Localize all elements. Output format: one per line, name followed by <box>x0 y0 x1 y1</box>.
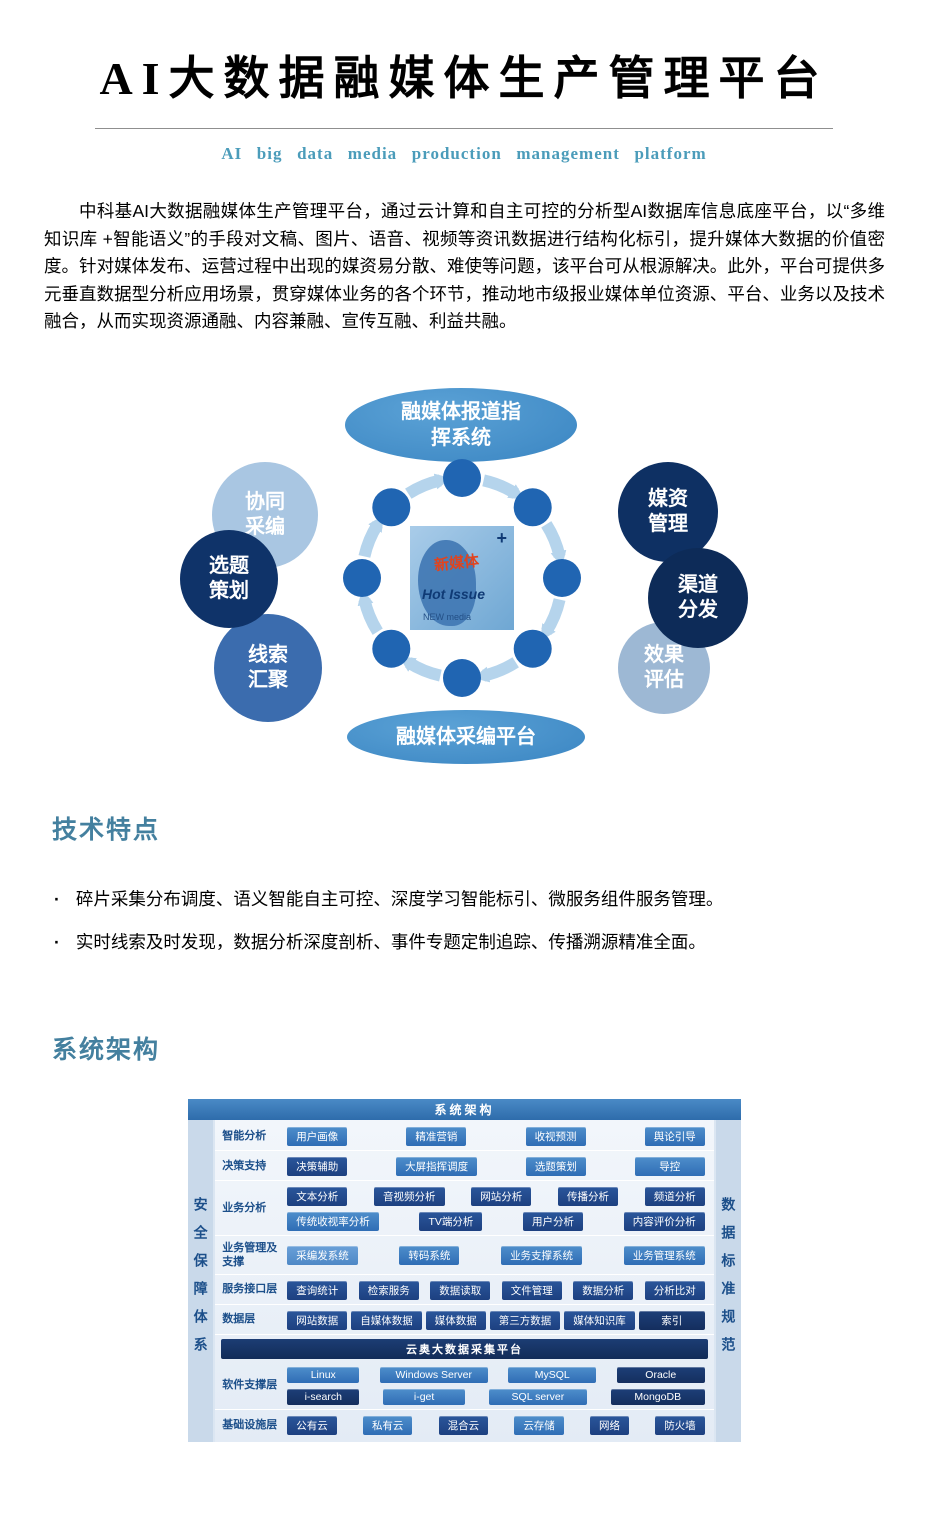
arch-row: 软件支撑层 Linux Windows Server MySQL Oracle i-sea… <box>215 1363 714 1410</box>
cycle-ring <box>343 459 581 697</box>
plus-icon: + <box>496 528 507 548</box>
arch-left-label: 安全保障体系 <box>192 1197 209 1365</box>
diagram-node: 选题策划 <box>180 530 278 628</box>
arch-item: 业务管理系统 <box>623 1246 705 1266</box>
intro-paragraph: 中科基AI大数据融媒体生产管理平台，通过云计算和自主可控的分析型AI数据库信息底… <box>44 201 885 331</box>
arch-item: 转码系统 <box>399 1246 460 1266</box>
arch-body: 安全保障体系 智能分析 用户画像 精准营销 收视预测 舆论引导决策支持 决策辅助 大屏指挥调… <box>188 1120 741 1442</box>
arch-item: 自媒体数据 <box>351 1310 422 1330</box>
diagram-node: 效果评估 <box>618 622 710 714</box>
arch-item: i-search <box>287 1388 360 1405</box>
arch-item: i-get <box>383 1388 466 1405</box>
center-wordcloud-image: 新媒体 Hot Issue NEW media + <box>410 526 514 630</box>
arch-item: 舆论引导 <box>644 1127 705 1146</box>
arch-row: 业务管理及支撑采编发系统 转码系统 业务支撑系统 业务管理系统 <box>215 1238 714 1275</box>
arch-row-label: 服务接口层 <box>222 1283 278 1296</box>
arch-item: SQL server <box>488 1388 587 1405</box>
arch-item: 第三方数据 <box>489 1310 561 1330</box>
arch-item: 传统收视率分析 <box>287 1212 379 1232</box>
center-word-new-media-en: NEW media <box>423 612 472 622</box>
head-silhouette-icon <box>418 540 476 626</box>
arch-item: Oracle <box>616 1366 705 1383</box>
arch-row-label: 数据层 <box>222 1313 256 1326</box>
diagram-top-label: 融媒体报道指挥系统 <box>401 401 521 449</box>
diagram-node: 线索汇聚 <box>214 614 322 722</box>
arch-section-heading: 系统架构 <box>52 1037 161 1064</box>
arch-item: 媒体知识库 <box>564 1310 635 1330</box>
arch-item: 分析比对 <box>644 1280 705 1300</box>
bullet-text: 碎片采集分布调度、语义智能自主可控、深度学习智能标引、微服务组件服务管理。 <box>75 889 724 909</box>
arch-item: 传播分析 <box>558 1187 618 1207</box>
arch-item: 文本分析 <box>287 1187 348 1207</box>
arch-item: 内容评价分析 <box>623 1212 705 1232</box>
arch-item: 采编发系统 <box>287 1246 358 1266</box>
arch-row: 智能分析 用户画像 精准营销 收视预测 舆论引导 <box>215 1123 714 1151</box>
arch-item: 音视频分析 <box>374 1187 445 1207</box>
arch-row: 业务分析 文本分析 音视频分析 网站分析 传播分析 频道分析传统收视率分析 TV端分析 用户分… <box>215 1183 714 1237</box>
arch-item: 数据分析 <box>573 1280 634 1300</box>
page-title: AI大数据融媒体生产管理平台 <box>99 53 829 104</box>
arch-item: 收视预测 <box>525 1127 586 1146</box>
arch-item: 大屏指挥调度 <box>396 1157 478 1177</box>
arch-item: 决策辅助 <box>287 1157 348 1177</box>
arch-item: 媒体数据 <box>425 1310 486 1330</box>
arch-item: 文件管理 <box>501 1280 562 1300</box>
arch-row: 决策支持 决策辅助 大屏指挥调度 选题策划 导控 <box>215 1153 714 1182</box>
bullet-text: 实时线索及时发现，数据分析深度剖析、事件专题定制追踪、传播溯源精准全面。 <box>75 932 706 952</box>
tech-section-heading: 技术特点 <box>52 817 161 844</box>
arch-item: 混合云 <box>438 1416 489 1435</box>
arch-item: 选题策划 <box>525 1157 586 1177</box>
arch-item: 精准营销 <box>406 1127 467 1146</box>
arch-left-bar: 安全保障体系 <box>188 1120 214 1442</box>
arch-item: 频道分析 <box>644 1187 705 1207</box>
diagram-top-ellipse: 融媒体报道指挥系统 <box>345 388 577 462</box>
arch-item: MongoDB <box>610 1388 705 1405</box>
arch-item: 查询统计 <box>287 1280 348 1300</box>
arch-item: 私有云 <box>362 1416 413 1435</box>
arch-row-label: 软件支撑层 <box>222 1379 278 1392</box>
arch-row-label: 业务管理及支撑 <box>222 1242 278 1268</box>
tech-bullets: 碎片采集分布调度、语义智能自主可控、深度学习智能标引、微服务组件服务管理。 实时… <box>54 886 874 972</box>
arch-item: 网络 <box>590 1416 629 1435</box>
arch-item: 用户画像 <box>287 1127 348 1146</box>
arch-item: 导控 <box>634 1157 705 1177</box>
arch-item: Windows Server <box>379 1366 488 1383</box>
arch-row-label: 决策支持 <box>222 1159 267 1172</box>
arch-item: TV端分析 <box>419 1212 483 1232</box>
ring-dots <box>343 459 581 697</box>
page-subtitle: AI big data media production management … <box>221 144 707 163</box>
arch-right-bar: 数据标准规范 <box>715 1120 741 1442</box>
arch-row-label: 业务分析 <box>222 1202 267 1215</box>
bullet-item: 实时线索及时发现，数据分析深度剖析、事件专题定制追踪、传播溯源精准全面。 <box>54 929 874 955</box>
title-divider <box>95 128 833 129</box>
arch-item: 公有云 <box>287 1416 337 1435</box>
arch-collect-bar: 云奥大数据采集平台 <box>221 1338 708 1359</box>
arch-item: 网站数据 <box>287 1310 348 1330</box>
arch-item: 用户分析 <box>523 1212 584 1232</box>
arch-item: 索引 <box>638 1310 705 1330</box>
arch-item: 检索服务 <box>358 1280 419 1300</box>
arch-title-bar: 系统架构 <box>188 1099 741 1120</box>
diagram-bottom-ellipse: 融媒体采编平台 <box>347 710 585 764</box>
arch-item: 业务支撑系统 <box>501 1246 583 1266</box>
center-word-hot-issue: Hot Issue <box>422 586 486 602</box>
arch-item: 数据读取 <box>430 1280 491 1300</box>
diagram-node: 媒资管理 <box>618 462 718 562</box>
arch-item: 防火墙 <box>655 1416 705 1435</box>
arch-rows: 智能分析 用户画像 精准营销 收视预测 舆论引导决策支持 决策辅助 大屏指挥调度 选题策划 导控… <box>215 1120 714 1442</box>
diagram-bottom-label: 融媒体采编平台 <box>396 726 536 748</box>
arch-item: 网站分析 <box>471 1187 532 1207</box>
arch-row: 数据层 网站数据自媒体数据媒体数据第三方数据媒体知识库索引 <box>215 1307 714 1335</box>
arch-row: 服务接口层查询统计检索服务数据读取文件管理数据分析分析比对 <box>215 1277 714 1305</box>
arch-row-label: 基础设施层 <box>222 1418 278 1431</box>
arch-row-label: 智能分析 <box>222 1129 267 1142</box>
arch-item: MySQL <box>508 1366 597 1383</box>
arch-item: 云存储 <box>514 1416 564 1435</box>
arch-right-label: 数据标准规范 <box>720 1197 737 1365</box>
bullet-item: 碎片采集分布调度、语义智能自主可控、深度学习智能标引、微服务组件服务管理。 <box>54 886 874 912</box>
diagram-node: 渠道分发 <box>648 548 748 648</box>
architecture-diagram: 系统架构 安全保障体系 智能分析 用户画像 精准营销 收视预测 舆论引导决策支持 决策辅助… <box>188 1099 741 1442</box>
arch-row: 基础设施层公有云 私有云 混合云 云存储 网络 防火墙 <box>215 1412 714 1439</box>
arch-item: Linux <box>287 1366 360 1383</box>
